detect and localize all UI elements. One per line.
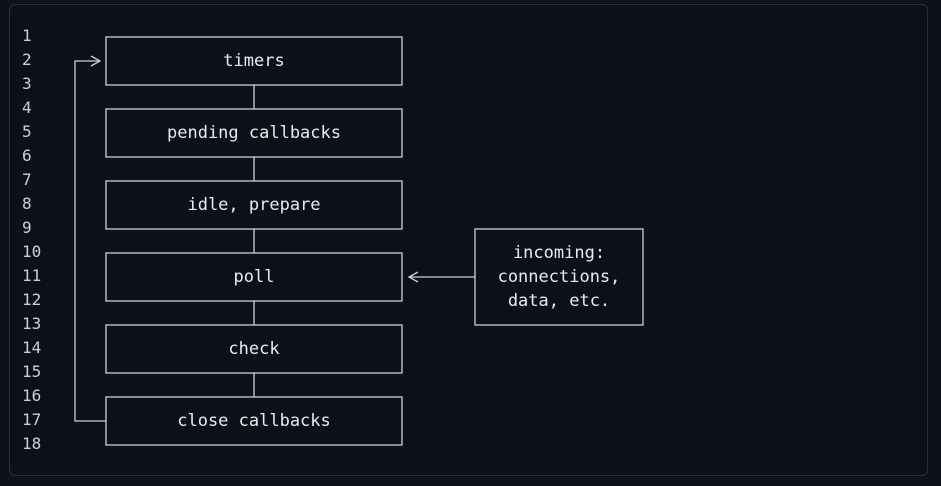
phase-label-poll: poll xyxy=(233,267,275,287)
phase-label-close-callbacks: close callbacks xyxy=(177,411,331,431)
line-number: 7 xyxy=(22,170,32,189)
line-number: 2 xyxy=(22,50,32,69)
phase-label-check: check xyxy=(228,339,280,359)
line-number: 11 xyxy=(22,266,42,285)
incoming-arrow-head-icon xyxy=(407,271,419,283)
line-number: 12 xyxy=(22,290,42,309)
phase-label-idle-prepare: idle, prepare xyxy=(187,195,321,215)
line-number: 1 xyxy=(22,26,32,45)
line-number: 4 xyxy=(22,98,32,117)
line-number: 3 xyxy=(22,74,32,93)
line-number: 16 xyxy=(22,386,42,405)
line-number: 13 xyxy=(22,314,42,333)
loop-back-line xyxy=(74,60,106,422)
line-number: 15 xyxy=(22,362,42,381)
incoming-label-line2: connections, xyxy=(497,267,621,287)
incoming-label-line3: data, etc. xyxy=(507,291,611,311)
line-number: 14 xyxy=(22,338,42,357)
phase-label-pending-callbacks: pending callbacks xyxy=(167,123,341,143)
line-number: 9 xyxy=(22,218,32,237)
line-number: 10 xyxy=(22,242,42,261)
line-number: 8 xyxy=(22,194,32,213)
line-number: 18 xyxy=(22,434,42,453)
incoming-label-line1: incoming: xyxy=(512,243,606,263)
phase-label-timers: timers xyxy=(223,51,285,71)
line-number: 5 xyxy=(22,122,32,141)
loop-arrow-head-icon xyxy=(90,55,102,67)
line-number: 6 xyxy=(22,146,32,165)
line-number: 17 xyxy=(22,410,42,429)
